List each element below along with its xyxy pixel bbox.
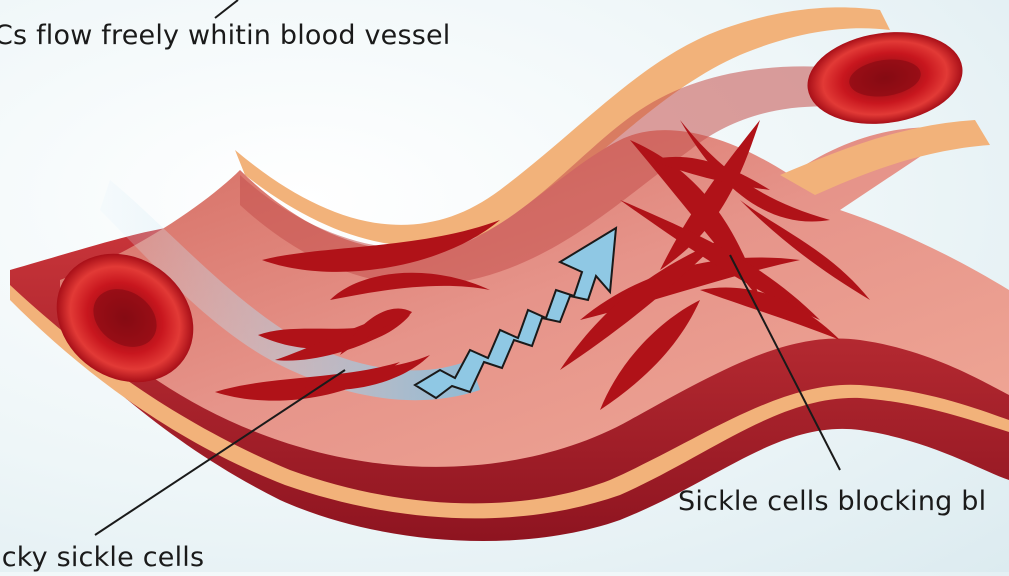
vessel-branch — [780, 120, 990, 195]
label-sticky-sickle: icky sickle cells — [0, 542, 204, 573]
label-sickle-blocking: Sickle cells blocking bl — [678, 486, 986, 517]
leader-line-top — [215, 0, 238, 18]
label-healthy-flow: Cs flow freely whitin blood vessel — [0, 20, 451, 51]
red-blood-cell-icon — [801, 23, 968, 134]
